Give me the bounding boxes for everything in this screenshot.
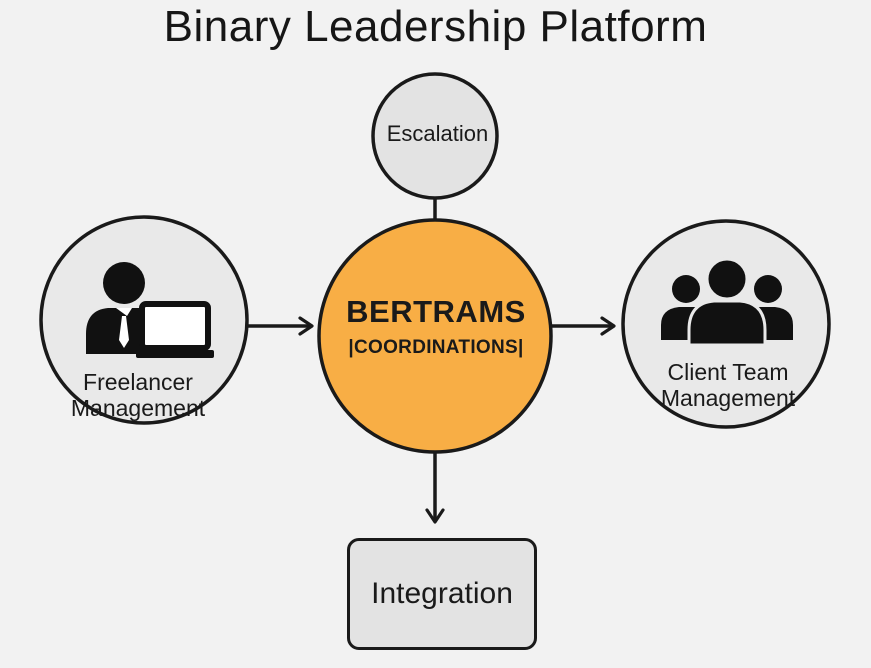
center-node-subtitle: |COORDINATIONS| xyxy=(348,337,524,358)
client-label-line-1: Client Team xyxy=(667,359,789,385)
escalation-node xyxy=(371,72,499,200)
client-team-management-label: Client Team Management xyxy=(618,359,838,412)
people-group-icon xyxy=(661,257,793,347)
center-node-title: BERTRAMS xyxy=(346,294,526,329)
bertrams-center-node xyxy=(317,218,553,454)
client-label-line-2: Management xyxy=(660,385,796,412)
integration-label: Integration xyxy=(371,577,513,610)
escalation-label: Escalation xyxy=(386,121,489,146)
integration-node xyxy=(347,538,537,650)
person-at-laptop-icon xyxy=(86,262,214,358)
freelancer-label-line-2: Management xyxy=(70,395,206,422)
freelancer-management-label: Freelancer Management xyxy=(40,369,236,422)
freelancer-label-line-1: Freelancer xyxy=(83,369,193,395)
diagram-title: Binary Leadership Platform xyxy=(163,2,708,51)
